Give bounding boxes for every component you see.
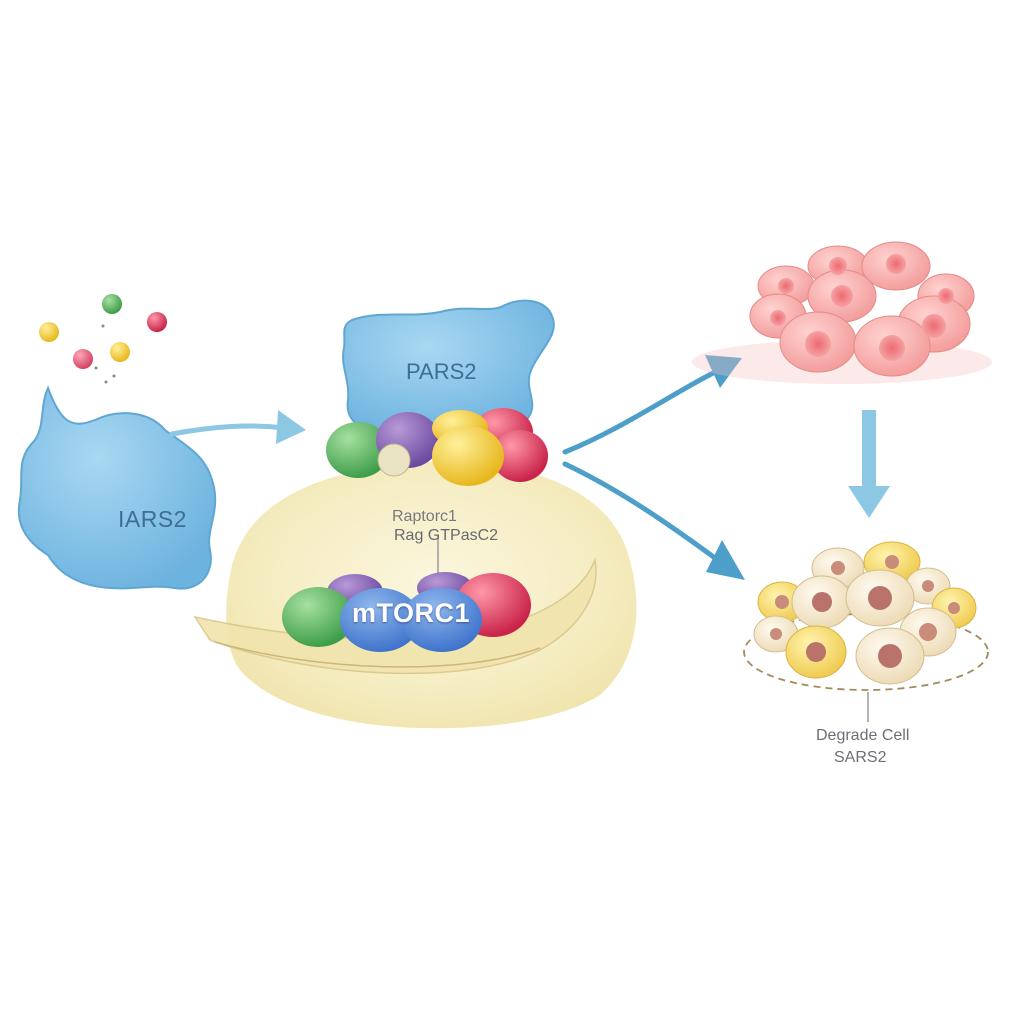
- arrow-icon: [848, 410, 890, 518]
- iars2-protein-blob: [17, 385, 217, 590]
- rag-gtpase-label: Rag GTPasC2: [394, 527, 499, 544]
- sars2-label: SARS2: [834, 749, 887, 766]
- arrow-icon: [562, 355, 742, 455]
- pars2-label: PARS2: [406, 359, 477, 384]
- mtorc1-label: mTORC1: [352, 598, 471, 628]
- healthy-cell-cluster: [692, 241, 992, 384]
- iars2-label: IARS2: [118, 506, 187, 532]
- cell-membrane: [193, 461, 637, 729]
- pars2-protein-blob: [342, 299, 555, 434]
- degrade-cell-label: Degrade Cell: [816, 727, 910, 744]
- arrow-icon: [562, 461, 745, 580]
- amino-acid-icon: [39, 294, 167, 384]
- raptor-label: Raptorc1: [392, 508, 457, 525]
- rag-gtpase-cluster: [326, 408, 548, 486]
- mtorc1-complex: [282, 572, 531, 652]
- arrow-icon: [169, 410, 306, 444]
- degraded-cell-cluster: [743, 541, 989, 691]
